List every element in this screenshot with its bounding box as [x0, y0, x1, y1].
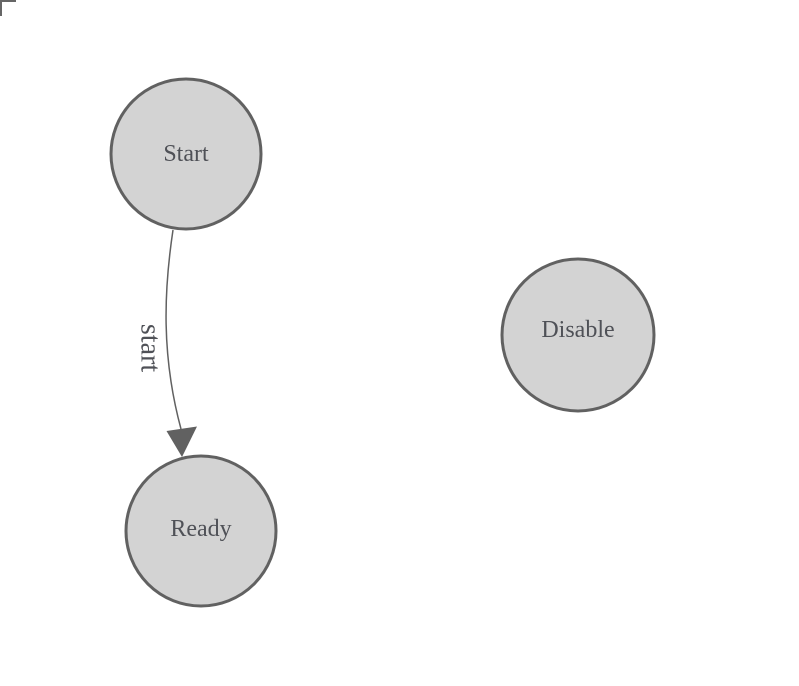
state-node-start[interactable]: Start: [109, 77, 263, 231]
paper-origin-marker: [0, 0, 16, 16]
transition-start-to-ready[interactable]: start: [135, 229, 198, 457]
transition-wire[interactable]: [165, 229, 182, 430]
state-circle-ready[interactable]: [124, 454, 278, 608]
state-node-ready[interactable]: Ready: [124, 454, 278, 608]
transition-arrowhead-icon: [166, 426, 197, 457]
transition-label: start: [135, 324, 166, 372]
state-circle-start[interactable]: [109, 77, 263, 231]
state-circle-disable[interactable]: [500, 257, 656, 413]
state-node-disable[interactable]: Disable: [500, 257, 656, 413]
